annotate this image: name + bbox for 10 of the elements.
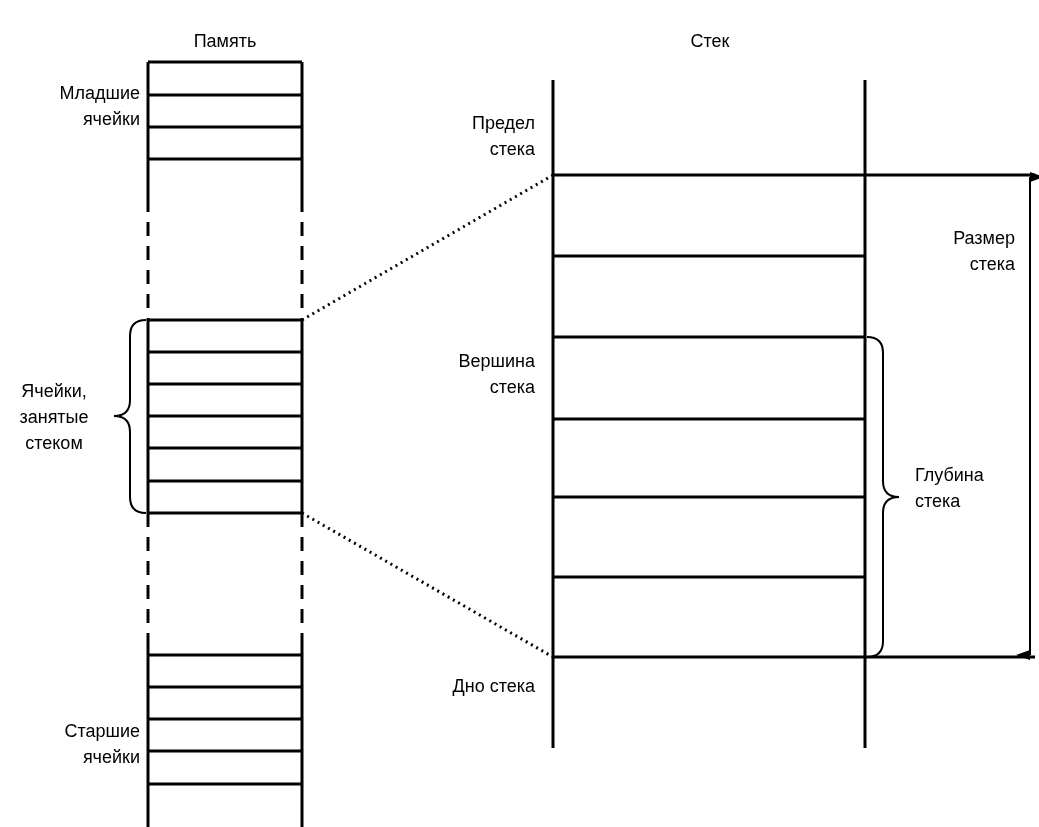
annotation-label: Старшие ячейки	[63, 720, 140, 769]
annotation-label: Вершина стека	[457, 350, 535, 399]
annotation-label: Предел стека	[471, 112, 535, 161]
annotation-label: Младшие ячейки	[58, 82, 140, 131]
column-heading: Память	[193, 30, 257, 53]
annotation-label: Ячейки, занятые стеком	[18, 380, 90, 455]
annotation-label: Дно стека	[452, 675, 535, 698]
column-heading: Стек	[690, 30, 730, 53]
annotation-label: Размер стека	[952, 227, 1015, 276]
annotation-label: Глубина стека	[915, 464, 985, 513]
